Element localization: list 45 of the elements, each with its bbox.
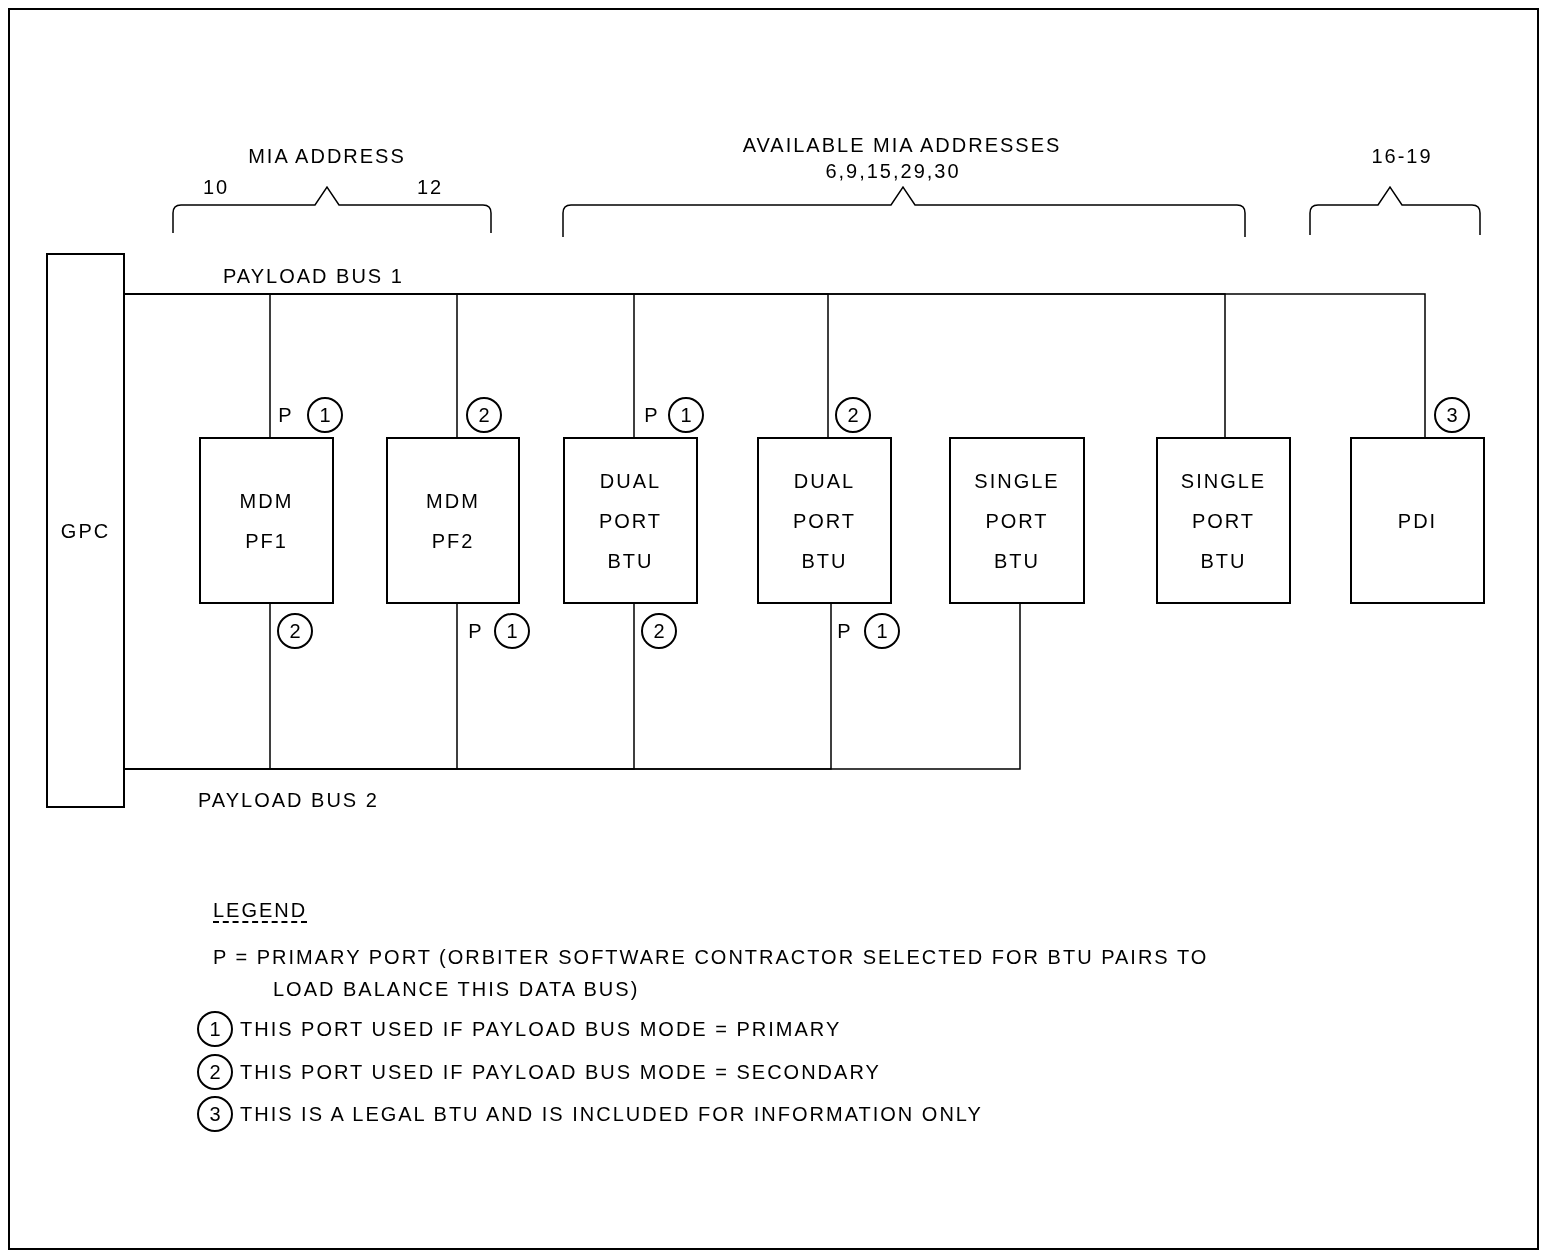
legend-text: THIS IS A LEGAL BTU AND IS INCLUDED FOR INFORMATION ONLY bbox=[240, 1102, 983, 1127]
unit-name: DUAL PORT BTU bbox=[597, 468, 664, 574]
computer-box bbox=[46, 253, 125, 808]
unit-box bbox=[757, 437, 892, 604]
legend-number: 1 bbox=[197, 1011, 233, 1047]
unit-name: PDI bbox=[1396, 508, 1439, 534]
port-number: 1 bbox=[307, 397, 343, 433]
unit-box bbox=[563, 437, 698, 604]
address-number: 12 bbox=[416, 175, 444, 200]
legend-number: 3 bbox=[197, 1096, 233, 1132]
port-number: 2 bbox=[466, 397, 502, 433]
unit-name: DUAL PORT BTU bbox=[791, 468, 858, 574]
legend-text: P = PRIMARY PORT (ORBITER SOFTWARE CONTRACTOR SELECTED FOR BTU PAIRS TO LOAD BALANCE THIS DATA BUS) bbox=[213, 945, 1210, 1002]
port-number: 1 bbox=[668, 397, 704, 433]
unit-name: MDM PF1 bbox=[238, 488, 295, 554]
unit-box bbox=[949, 437, 1085, 604]
address-list: 6,9,15,29,30 bbox=[825, 156, 961, 186]
unit-name: GPC bbox=[59, 518, 112, 544]
port-letter: P bbox=[837, 619, 853, 644]
address-number: 10 bbox=[202, 175, 230, 200]
port-number: 3 bbox=[1434, 397, 1470, 433]
legend-heading: LEGEND bbox=[213, 898, 308, 923]
port-number: 2 bbox=[641, 613, 677, 649]
port-number: 2 bbox=[277, 613, 313, 649]
unit-box bbox=[1156, 437, 1291, 604]
unit-box bbox=[199, 437, 334, 604]
port-letter: P bbox=[278, 403, 294, 428]
bus-label: PAYLOAD BUS 1 bbox=[223, 264, 404, 289]
address-heading: MIA ADDRESS bbox=[248, 144, 406, 169]
legend-number: 2 bbox=[197, 1054, 233, 1090]
port-number: 1 bbox=[864, 613, 900, 649]
unit-box bbox=[386, 437, 520, 604]
unit-name: SINGLE PORT BTU bbox=[973, 468, 1061, 574]
port-number: 2 bbox=[835, 397, 871, 433]
unit-name: SINGLE PORT BTU bbox=[1179, 468, 1268, 574]
bus-label: PAYLOAD BUS 2 bbox=[198, 788, 379, 813]
address-heading: AVAILABLE MIA ADDRESSES bbox=[742, 133, 1062, 158]
address-range: 16-19 bbox=[1371, 144, 1433, 169]
port-letter: P bbox=[468, 619, 484, 644]
unit-name: MDM PF2 bbox=[425, 488, 481, 554]
unit-box bbox=[1350, 437, 1485, 604]
legend-text: THIS PORT USED IF PAYLOAD BUS MODE = SECONDARY bbox=[240, 1060, 881, 1085]
port-letter: P bbox=[644, 403, 660, 428]
port-number: 1 bbox=[494, 613, 530, 649]
legend-text: THIS PORT USED IF PAYLOAD BUS MODE = PRIMARY bbox=[240, 1017, 842, 1042]
